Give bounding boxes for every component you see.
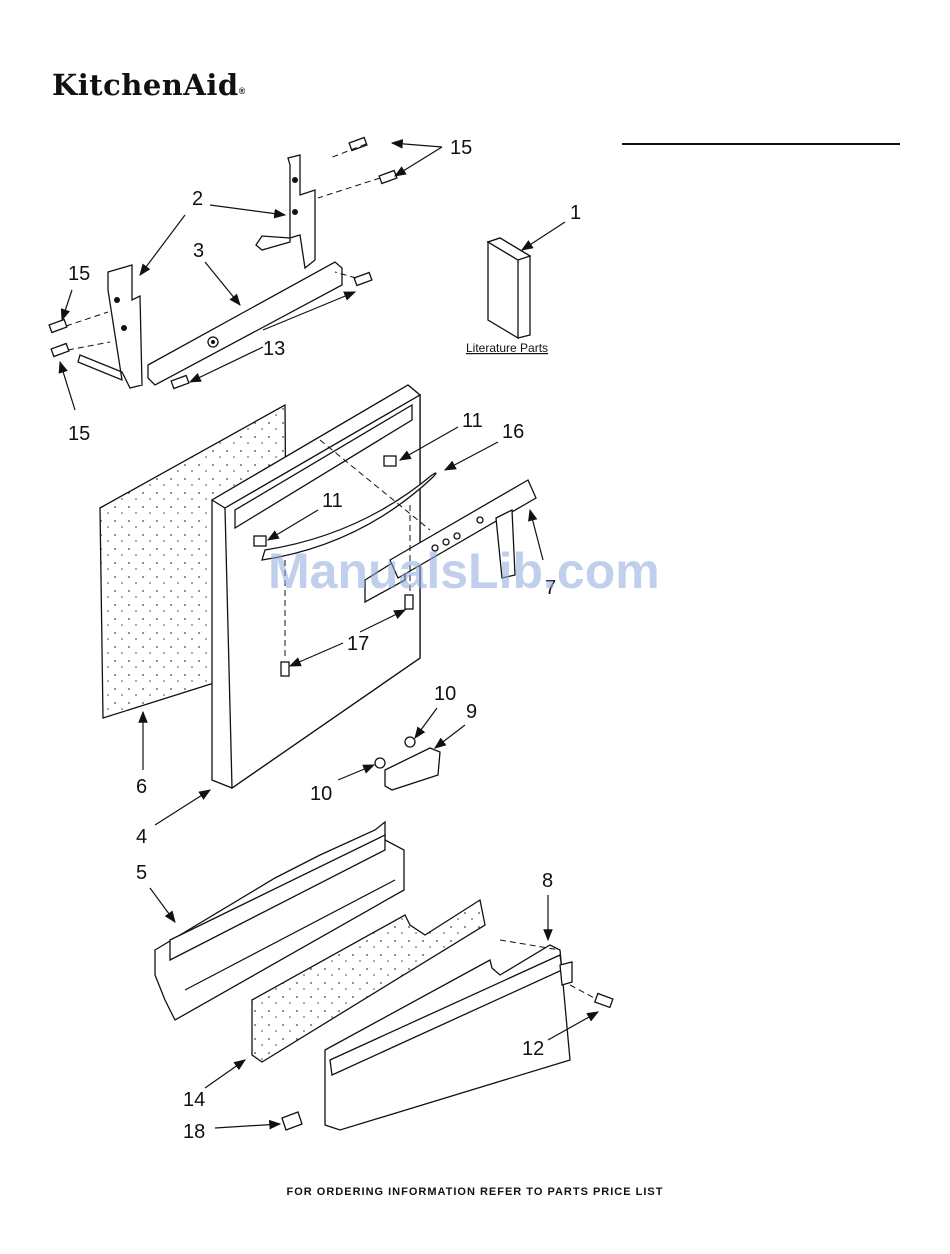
screw-13-right	[354, 273, 372, 286]
callout-2: 2	[192, 188, 203, 210]
callout-9: 9	[466, 701, 477, 723]
callout-15-top: 15	[450, 137, 472, 159]
callout-18: 18	[183, 1121, 205, 1143]
callout-15-left-bottom: 15	[68, 423, 90, 445]
callout-10-upper: 10	[434, 683, 456, 705]
watermark: ManualsLib.com	[268, 542, 660, 600]
callout-16: 16	[502, 421, 524, 443]
callout-12: 12	[522, 1038, 544, 1060]
panel-clip	[282, 1112, 302, 1130]
literature-parts-label: Literature Parts	[466, 341, 548, 355]
callout-13: 13	[263, 338, 285, 360]
callout-14: 14	[183, 1089, 205, 1111]
callout-4: 4	[136, 826, 147, 848]
screw-11-left	[254, 536, 266, 546]
nut-10-upper	[405, 737, 415, 747]
callout-1: 1	[570, 202, 581, 224]
footer-note: FOR ORDERING INFORMATION REFER TO PARTS …	[0, 1186, 950, 1198]
callout-3: 3	[193, 240, 204, 262]
callout-17: 17	[347, 633, 369, 655]
nut-10-lower	[375, 758, 385, 768]
latch-cover	[385, 748, 440, 790]
screw-15-top-a	[349, 138, 367, 151]
screw-15-left-b	[51, 344, 69, 357]
door-hinge-bar	[148, 262, 342, 385]
callout-6: 6	[136, 776, 147, 798]
screw-12	[595, 994, 613, 1008]
callout-11-right: 11	[462, 410, 483, 432]
callout-5: 5	[136, 862, 147, 884]
callout-10-lower: 10	[310, 783, 332, 805]
callout-15-left-top: 15	[68, 263, 90, 285]
mounting-bracket-right	[256, 155, 315, 268]
screw-15-top-b	[379, 171, 397, 184]
callout-11-left: 11	[322, 490, 343, 512]
literature-booklet	[488, 238, 530, 338]
screw-15-left-a	[49, 320, 67, 333]
screw-13-left	[171, 376, 189, 389]
callout-8: 8	[542, 870, 553, 892]
standoff-17-lower	[281, 662, 289, 676]
screw-11-right	[384, 456, 396, 466]
